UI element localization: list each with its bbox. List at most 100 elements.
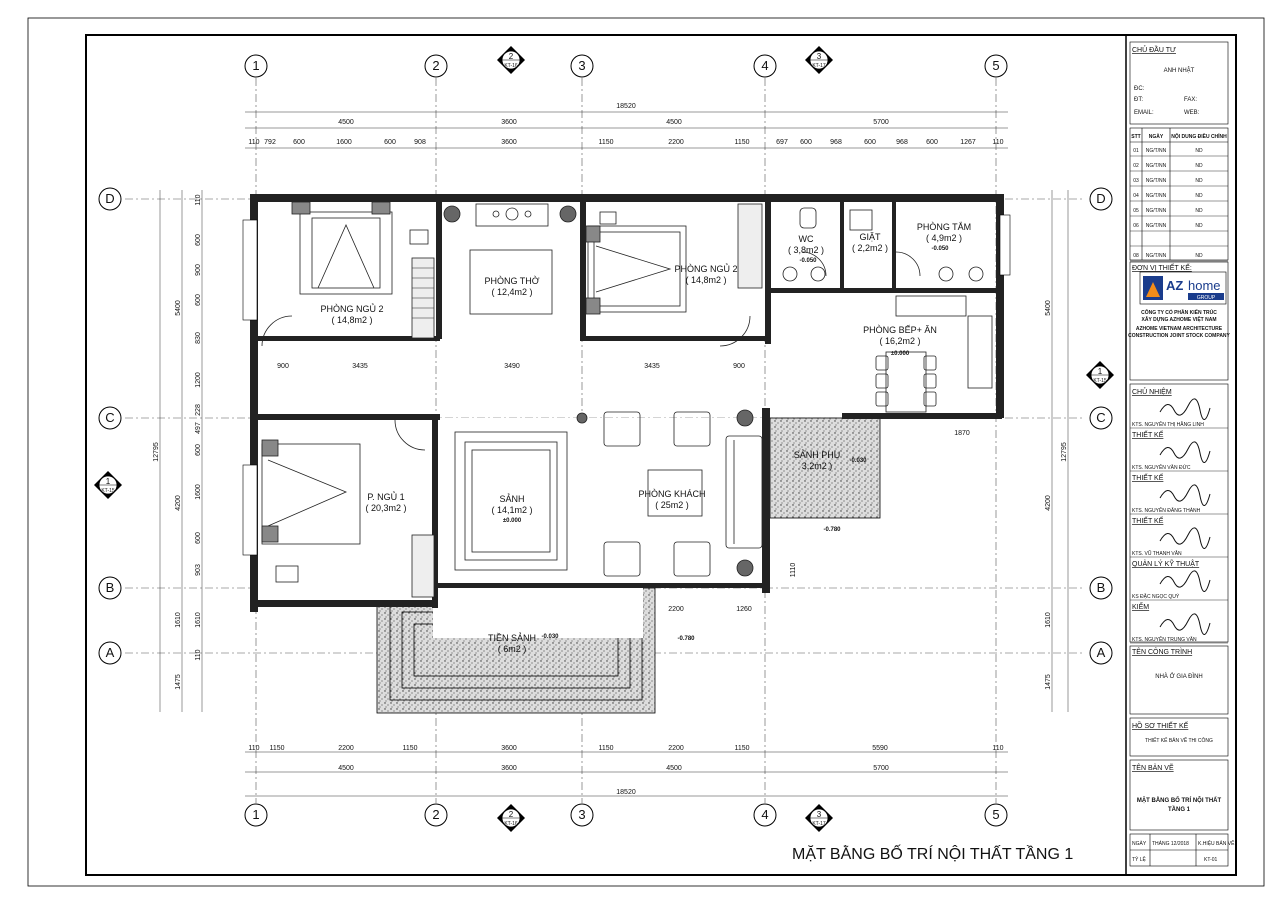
- axis-label-col: 1: [252, 58, 259, 73]
- dim-top-detail: 600: [926, 139, 938, 146]
- level-mark: ±0.000: [503, 518, 522, 524]
- dim-bottom-detail: 1150: [734, 745, 749, 752]
- axis-label-row: C: [1096, 410, 1105, 425]
- dim-left-detail: 903: [195, 564, 202, 576]
- code-value: KT-01: [1204, 857, 1218, 863]
- axis-bubble-row: [98, 187, 122, 211]
- dim-bottom-detail: 2200: [668, 745, 684, 752]
- logo-group: GROUP: [1197, 295, 1216, 301]
- role-person: KTS. NGUYỄN VĂN ĐỨC: [1132, 464, 1191, 471]
- rev-cell: NG/T/NN: [1146, 208, 1167, 214]
- room-area: ( 12,4m2 ): [491, 287, 532, 297]
- room-name: PHÒNG NGỦ 2: [320, 303, 383, 314]
- signature-icon: [1159, 527, 1211, 549]
- dim-bottom-bay: 5700: [873, 765, 889, 772]
- room-area: ( 3,8m2 ): [788, 245, 824, 255]
- dim-left-bay: 1475: [175, 674, 182, 690]
- dim-bottom-detail: 1150: [402, 745, 417, 752]
- dim-top-detail: 600: [384, 139, 396, 146]
- section-mark-number: 1: [106, 477, 111, 486]
- role-label: THIẾT KẾ: [1132, 515, 1164, 525]
- dim-bottom-bay: 3600: [501, 765, 517, 772]
- dim-top-detail: 600: [800, 139, 812, 146]
- logo-home: home: [1188, 278, 1221, 293]
- dim-left-total: 12795: [153, 442, 160, 462]
- drawing-border: [85, 34, 1237, 876]
- dim-right-bay: 4200: [1045, 495, 1052, 511]
- axis-label-row: A: [1097, 645, 1106, 660]
- rev-cell: NG/T/NN: [1146, 163, 1167, 169]
- rev-cell: NG/T/NN: [1146, 223, 1167, 229]
- room-area: ( 16,2m2 ): [879, 336, 920, 346]
- axis-label-col: 1: [252, 807, 259, 822]
- walls: [250, 194, 1004, 612]
- rev-cell: 08: [1133, 253, 1139, 259]
- dim-bottom-detail: 3600: [501, 745, 517, 752]
- dim-top-detail: 110: [992, 139, 1003, 146]
- dim-top-detail: 908: [414, 139, 426, 146]
- owner-web: WEB:: [1184, 110, 1200, 116]
- dim-top-detail: 600: [864, 139, 876, 146]
- axis-label-row: B: [1097, 580, 1106, 595]
- dim-top-detail: 792: [264, 139, 276, 146]
- room-name: PHÒNG BẾP+ ĂN: [863, 325, 937, 335]
- company-vn-1: CÔNG TY CỔ PHẦN KIẾN TRÚC: [1141, 308, 1217, 316]
- room-name: PHÒNG TẮM: [917, 222, 971, 232]
- sheet-name-2: TẦNG 1: [1168, 806, 1191, 813]
- role-person: KTS. VŨ THANH VÂN: [1132, 550, 1182, 557]
- level-mark: -0.050: [799, 258, 817, 264]
- axis-label-col: 2: [432, 58, 439, 73]
- room-name: SẢNH PHỤ: [794, 449, 841, 460]
- dim-left-detail: 600: [195, 234, 202, 246]
- owner-address: ĐC:: [1134, 86, 1145, 92]
- dossier-label: HỒ SƠ THIẾT KẾ: [1132, 720, 1189, 730]
- room-area: ( 4,9m2 ): [926, 233, 962, 243]
- company-en-1: AZHOME VIETNAM ARCHITECTURE: [1136, 326, 1223, 332]
- sheet-name-1: MẶT BẰNG BỐ TRÍ NỘI THẤT: [1137, 796, 1222, 804]
- dim-top-detail: 1150: [598, 139, 613, 146]
- owner-label: CHỦ ĐẦU TƯ: [1132, 44, 1176, 54]
- room-labels: PHÒNG NGỦ 2( 14,8m2 )PHÒNG THỜ( 12,4m2 )…: [320, 222, 971, 654]
- dim-inner: 1110: [790, 563, 797, 578]
- project-label: TÊN CÔNG TRÌNH: [1132, 647, 1192, 656]
- axis-label-col: 3: [578, 58, 585, 73]
- company-en-2: CONSTRUCTION JOINT STOCK COMPANY: [1128, 333, 1230, 339]
- dim-top-bay: 4500: [338, 119, 354, 126]
- room-area: ( 20,3m2 ): [365, 503, 406, 513]
- rev-cell: 06: [1133, 223, 1139, 229]
- dim-inner: 900: [277, 363, 289, 370]
- room-area: ( 2,2m2 ): [852, 243, 888, 253]
- furniture: [261, 201, 993, 598]
- dim-left-bay: 5400: [175, 300, 182, 316]
- rev-header: NGÀY: [1149, 133, 1164, 140]
- rev-cell: 02: [1133, 163, 1139, 169]
- dim-top-detail: 1150: [734, 139, 749, 146]
- axis-label-col: 5: [992, 58, 999, 73]
- dim-left-bay: 4200: [175, 495, 182, 511]
- room-area: ( 14,8m2 ): [685, 275, 726, 285]
- dim-left-detail: 830: [195, 332, 202, 344]
- rev-cell: ND: [1195, 193, 1203, 199]
- rev-cell: 04: [1133, 193, 1139, 199]
- rev-cell: NG/T/NN: [1146, 193, 1167, 199]
- signature-icon: [1159, 441, 1211, 463]
- level-mark: -0.030: [849, 458, 867, 464]
- dim-left-detail: 600: [195, 294, 202, 306]
- rev-cell: NG/T/NN: [1146, 253, 1167, 259]
- rev-cell: ND: [1195, 223, 1203, 229]
- code-label: K.HIỆU BẢN VẼ: [1198, 839, 1235, 847]
- section-mark-number: 1: [1098, 367, 1103, 376]
- rev-cell: 01: [1133, 148, 1139, 154]
- axis-bubble-col: [753, 803, 777, 827]
- dim-left-detail: 110: [195, 194, 202, 205]
- dimension-lines: [159, 111, 1069, 797]
- level-mark: -0.780: [823, 527, 841, 533]
- dim-bottom-total: 18520: [616, 789, 636, 796]
- project-name: NHÀ Ở GIA ĐÌNH: [1155, 673, 1202, 680]
- axis-bubble-row: [98, 641, 122, 665]
- rev-cell: 03: [1133, 178, 1139, 184]
- owner-phone: ĐT:: [1134, 97, 1143, 103]
